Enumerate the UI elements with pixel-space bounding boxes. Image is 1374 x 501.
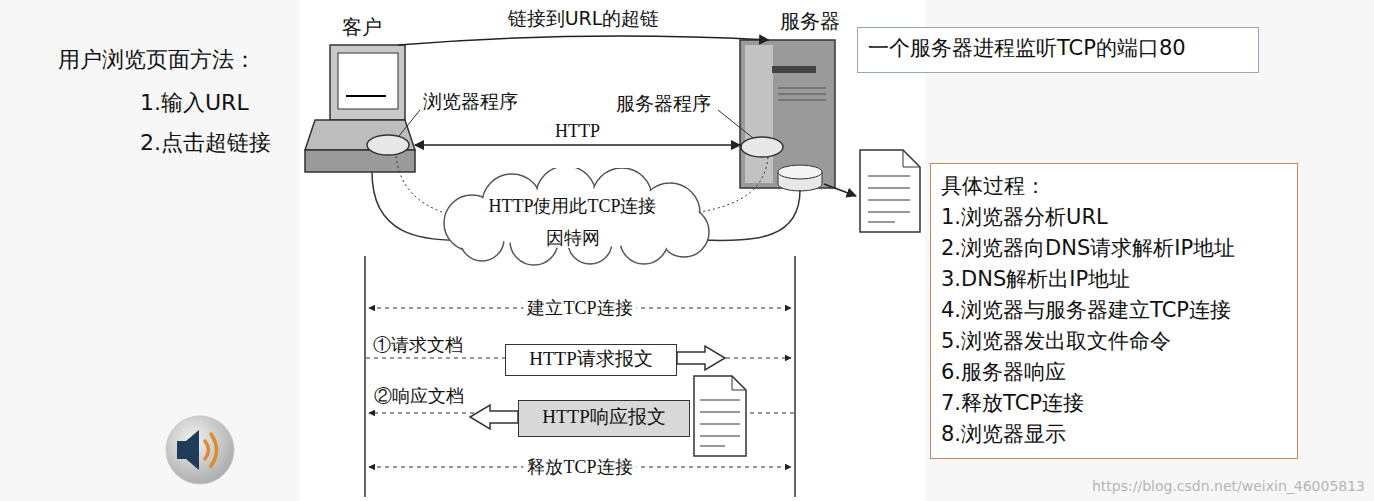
disk-top <box>778 165 822 179</box>
leader-line <box>718 110 753 138</box>
client-tcp-dotted <box>396 156 450 215</box>
cloud-fill <box>660 208 708 256</box>
sound-wave <box>205 441 209 459</box>
server-program-label: 服务器程序 <box>616 91 711 117</box>
speaker-button <box>166 416 234 484</box>
document-line <box>868 212 910 213</box>
document-fold <box>732 376 746 390</box>
document-fold <box>903 150 920 167</box>
document-line <box>700 412 740 413</box>
speaker-cone <box>186 430 199 470</box>
node-text: HTTP请求报文 <box>514 345 668 372</box>
server-tower <box>740 40 835 188</box>
document-line <box>700 424 740 425</box>
node-text: 服务器 <box>780 8 840 35</box>
node-text-line: 4.浏览器与服务器建立TCP连接 <box>941 295 1285 326</box>
http-connector <box>415 144 740 146</box>
server-vent <box>778 94 826 95</box>
node-text-line: 2.浏览器向DNS请求解析IP地址 <box>941 233 1285 264</box>
edge-label: 链接到URL的超链 <box>505 6 663 32</box>
server-tcp-dotted <box>700 157 768 212</box>
node-text-line: 5.浏览器发出取文件命令 <box>941 326 1285 357</box>
server-vent <box>778 100 826 101</box>
document-line <box>868 188 910 189</box>
note-box: 一个服务器进程监听TCP的端口80 <box>857 27 1259 73</box>
diagram-ground <box>300 0 925 501</box>
release-label: 释放TCP连接 <box>523 455 636 479</box>
node-text-line: 7.释放TCP连接 <box>941 388 1285 419</box>
process-steps-box: 具体过程：1.浏览器分析URL2.浏览器向DNS请求解析IP地址3.DNS解析出… <box>930 163 1298 459</box>
response-label: ②响应文档 <box>370 384 468 408</box>
server-machine: 服务器 <box>740 40 835 188</box>
leader-line <box>399 110 420 136</box>
cloud-outline <box>430 168 715 268</box>
server-drive-slot <box>772 66 816 73</box>
document-line <box>700 400 740 401</box>
document-line <box>868 222 895 223</box>
node-text-line: 因特网 <box>440 226 705 250</box>
node-text-line: 1.浏览器分析URL <box>941 202 1285 233</box>
server-highlight <box>745 45 773 183</box>
server-wire <box>700 190 800 240</box>
server-timeline <box>794 256 796 497</box>
server-program-ellipse <box>741 137 783 157</box>
node-text-line: 6.服务器响应 <box>941 357 1285 388</box>
monitor <box>330 45 405 120</box>
document-line <box>868 200 910 201</box>
screen <box>338 53 398 109</box>
connect-label: 建立TCP连接 <box>523 296 636 320</box>
internet-cloud: HTTP使用此TCP连接因特网 <box>430 168 715 268</box>
client-timeline <box>364 256 366 497</box>
browser-program-label: 浏览器程序 <box>423 89 518 115</box>
file-arrow <box>824 184 856 196</box>
watermark: https://blog.csdn.net/weixin_46005813 <box>1092 478 1365 494</box>
method-heading: 用户浏览页面方法： <box>58 45 256 75</box>
node-text-line: 3.DNS解析出IP地址 <box>941 264 1285 295</box>
screen-line <box>346 95 386 97</box>
request-message-box: HTTP请求报文 <box>505 344 677 376</box>
request-label: ①请求文档 <box>369 333 467 357</box>
cloud-fill <box>461 218 503 260</box>
node-text-line: 8.浏览器显示 <box>941 419 1285 450</box>
document-icon <box>860 150 920 232</box>
node-text: 客户 <box>342 14 382 41</box>
document-line <box>700 436 740 437</box>
response-document-icon <box>694 376 746 456</box>
hollow-arrow <box>470 405 518 429</box>
method-item: 1.输入URL <box>140 88 249 118</box>
response-message-box: HTTP响应报文 <box>518 400 690 437</box>
hollow-arrow <box>677 346 725 370</box>
node-text: 具体过程： <box>941 171 1285 202</box>
node-text: HTTP使用此TCP连接 <box>440 194 705 218</box>
node-text: HTTP响应报文 <box>527 401 681 433</box>
hyperlink-arc <box>399 36 769 45</box>
document-line <box>700 446 725 447</box>
server-vent <box>778 88 826 89</box>
node-text: 一个服务器进程监听TCP的端口80 <box>868 28 1248 69</box>
sound-wave <box>211 434 217 466</box>
method-item: 2.点击超链接 <box>140 128 271 158</box>
document-line <box>868 176 910 177</box>
speaker-body <box>177 441 186 459</box>
browser-program-ellipse <box>367 135 409 155</box>
cloud-fill <box>621 217 667 263</box>
client-computer: 客户 <box>305 45 415 175</box>
edge-label: HTTP <box>552 121 603 142</box>
